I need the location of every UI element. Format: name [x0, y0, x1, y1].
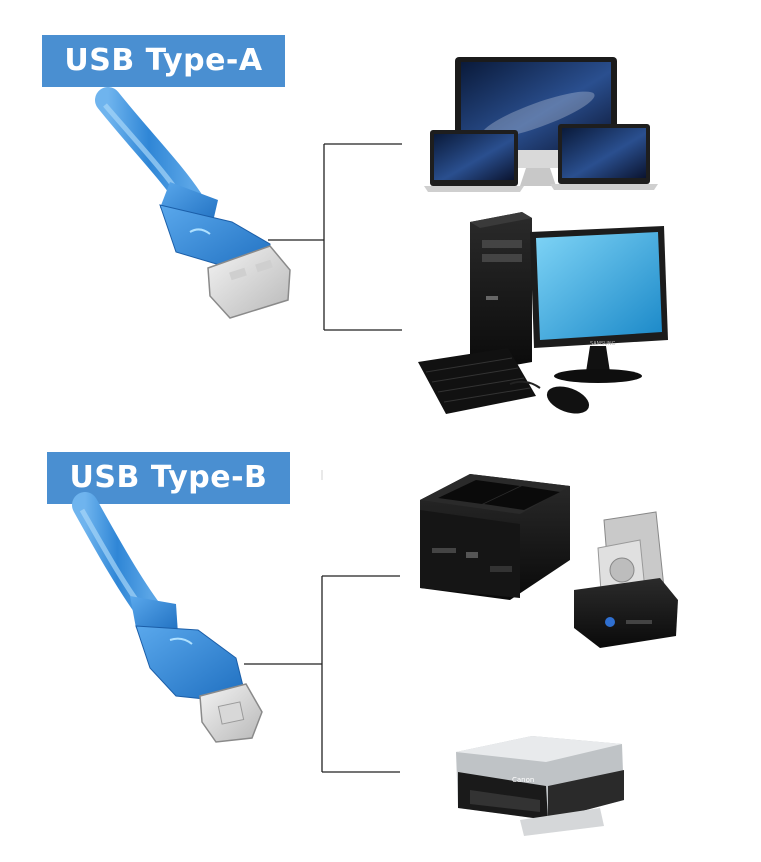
desktop-pc-image: SAMSUNG — [418, 212, 668, 414]
usb-type-b-label: USB Type-B — [47, 452, 290, 504]
hdd-docking-station-image — [420, 474, 678, 648]
printer-brand-text: Canon — [512, 776, 534, 784]
usb-type-b-cable — [72, 492, 263, 743]
type-a-connector-lines — [268, 143, 402, 331]
usb-type-a-label: USB Type-A — [42, 35, 285, 87]
type-b-connector-lines — [244, 470, 400, 773]
usb-type-a-cable — [95, 87, 291, 319]
monitor-brand-text: SAMSUNG — [590, 341, 616, 347]
computers-laptops-image — [424, 57, 658, 192]
printer-image: Canon — [456, 736, 624, 836]
